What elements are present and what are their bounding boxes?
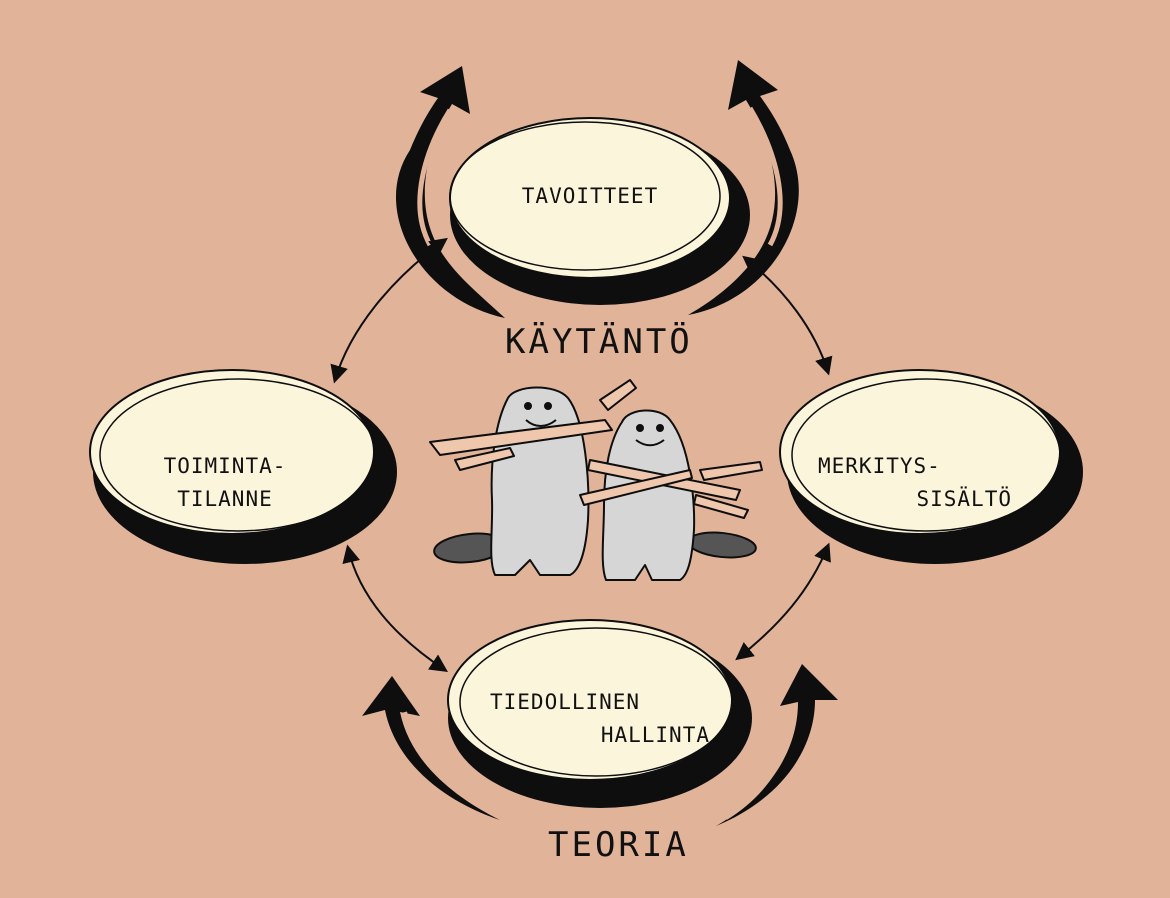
link-left-bottom-arrow	[348, 548, 445, 670]
practice-label: KÄYTÄNTÖ	[505, 322, 693, 362]
node-left-line-2: TILANNE	[110, 483, 340, 516]
node-right-line-1: MERKITYS-	[800, 450, 1030, 483]
node-top-line-1: TAVOITTEET	[470, 180, 710, 213]
node-top-label: TAVOITTEET	[470, 180, 710, 213]
node-right-label: MERKITYS- SISÄLTÖ	[800, 450, 1030, 516]
node-bottom-label: TIEDOLLINEN HALLINTA	[470, 686, 730, 752]
node-bottom-line-1: TIEDOLLINEN	[470, 686, 730, 719]
node-left-label: TOIMINTA- TILANNE	[110, 450, 340, 516]
node-right-line-2: SISÄLTÖ	[800, 483, 1030, 516]
beavers-carrying-branches-icon	[430, 380, 762, 580]
link-right-bottom-arrow	[738, 546, 828, 658]
node-bottom-line-2: HALLINTA	[470, 719, 730, 752]
theory-label: TEORIA	[548, 825, 689, 865]
node-left-line-1: TOIMINTA-	[110, 450, 340, 483]
